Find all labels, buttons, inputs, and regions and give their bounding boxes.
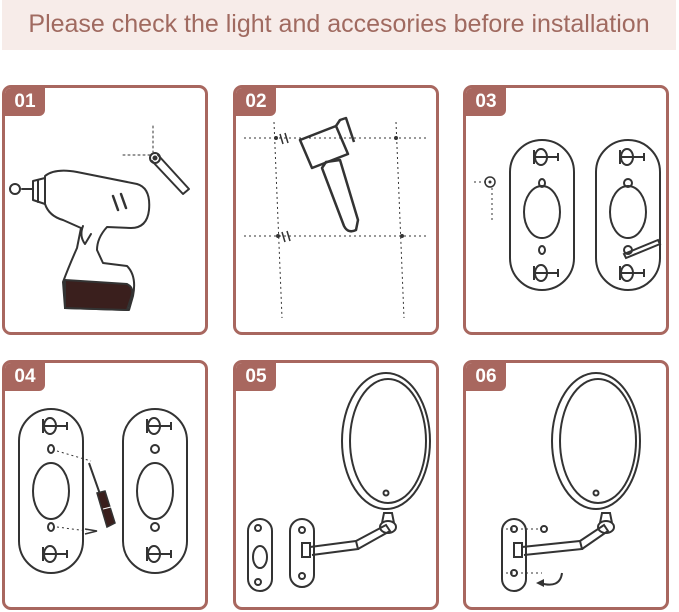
step-number: 03 [466, 88, 506, 116]
step-panel-05: 05 [233, 360, 439, 610]
drill-icon [5, 88, 205, 332]
step-panel-06: 06 [463, 360, 669, 610]
step-number: 02 [236, 88, 276, 116]
step-panel-01: 01 [2, 85, 208, 335]
step-panel-03: 03 [463, 85, 669, 335]
step-panel-04: 04 [2, 360, 208, 610]
step-number: 06 [466, 363, 506, 391]
mirror-rotate-icon [466, 363, 666, 607]
screwdriver-icon [5, 363, 205, 607]
step-number: 05 [236, 363, 276, 391]
step-number: 04 [5, 363, 45, 391]
step-panel-02: 02 [233, 85, 439, 335]
hammer-icon [236, 88, 436, 332]
bracket-icon [466, 88, 666, 332]
step-number: 01 [5, 88, 45, 116]
header-banner: Please check the light and accesories be… [2, 0, 676, 50]
header-title: Please check the light and accesories be… [28, 10, 650, 38]
mirror-icon [236, 363, 436, 607]
